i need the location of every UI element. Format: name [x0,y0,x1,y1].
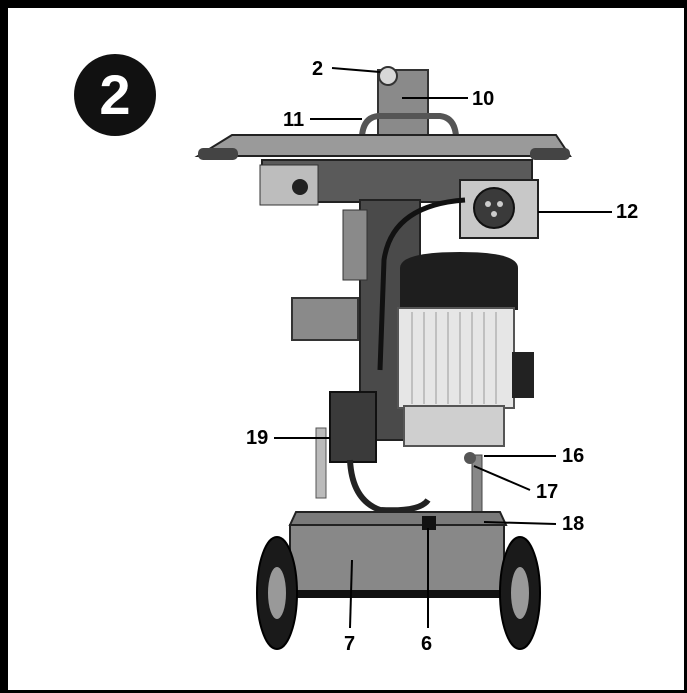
motor-terminal-box [512,352,534,398]
safety-handle [358,113,460,147]
callout-2: 2 [312,58,324,80]
side-support [291,297,359,341]
valve-block [329,391,377,463]
column-plate [342,209,368,281]
column-top [377,69,429,141]
callout-leaders [274,67,612,629]
callout-18: 18 [562,513,585,535]
power-cable [377,197,466,371]
wheel-left-hub [268,567,286,619]
callout-10: 10 [472,88,495,110]
callout-17: 17 [536,481,559,503]
oil-tank [289,524,505,598]
callout-19: 19 [246,427,269,449]
left-lever-hub [292,179,308,195]
control-knob [378,66,398,86]
hydraulic-hose [347,459,431,514]
axle [276,590,520,598]
callout-12: 12 [616,201,639,223]
oil-plug [464,452,476,464]
work-table [194,134,572,157]
tank-drain-plug [422,516,436,530]
motor-body [397,307,515,409]
figure-number-badge: 2 [74,54,156,136]
wheel-right-hub [511,567,529,619]
switch-socket [473,187,515,229]
table-handle-right [530,148,570,160]
valve-rod [315,427,327,499]
motor-fan-cover [400,252,518,310]
tank-top [288,511,508,526]
motor-flange [403,405,505,447]
callout-7: 7 [344,633,356,655]
left-bracket [259,164,319,206]
callout-6: 6 [421,633,433,655]
callout-11: 11 [283,109,305,131]
table-handle-left [198,148,238,160]
callout-16: 16 [562,445,585,467]
